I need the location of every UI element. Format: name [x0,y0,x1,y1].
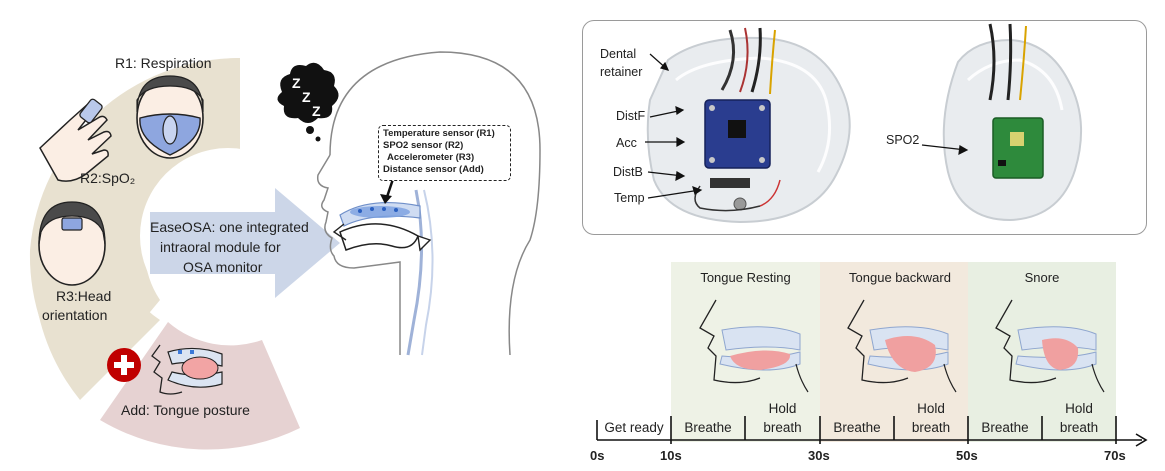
tick-50s: 50s [956,448,978,463]
segment-breathe-2: Breathe [833,420,881,435]
retainer-photo-right [942,23,1083,222]
segment-breathe-1: Breathe [684,420,732,435]
svg-text:Z: Z [312,103,321,119]
tick-70s: 70s [1104,448,1126,463]
snoring-bubble-icon: Z Z Z [277,62,339,142]
photo-label-retainer: retainer [600,65,643,79]
sensor-accel: Accelerometer (R3) [387,152,475,163]
segment-breathe-3: Breathe [981,420,1029,435]
r3-label-line1: R3:Head [56,288,112,304]
segment-hold-1-line2: breath [763,420,802,435]
photo-label-dental: Dental [600,47,637,61]
center-line1: EaseOSA: one integrated [150,219,309,235]
mouth-diagram-backward [847,299,957,393]
timeline-axis [596,416,1148,447]
sensor-temperature: Temperature sensor (R1) [383,128,495,139]
add-plus-icon [107,348,141,382]
photo-label-temp: Temp [614,191,645,205]
r3-label-line2: orientation [42,307,108,323]
hand-spo2-icon [39,98,112,182]
tick-30s: 30s [808,448,830,463]
segment-hold-2-line2: breath [911,420,951,435]
blue-arrow [150,188,340,298]
sensor-distance: Distance sensor (Add) [383,164,484,175]
photo-label-acc: Acc [616,136,637,150]
sensor-pointer-arrowhead [380,194,392,204]
phase-bg-snore [968,262,1116,442]
retainer-photo-left [646,27,851,224]
sensor-list-box: Temperature sensor (R1) SPO2 sensor (R2)… [378,125,511,181]
phase-title-backward: Tongue backward [849,270,951,285]
mouth-diagram-resting [699,299,809,393]
head-orientation-icon [38,201,106,286]
sensor-spo2: SPO2 sensor (R2) [383,140,464,151]
respiration-head-icon [136,75,204,159]
segment-hold-3-line1: Hold [1065,401,1093,416]
r1-label: R1: Respiration [115,55,212,71]
tick-10s: 10s [660,448,682,463]
photo-label-distf: DistF [616,109,646,123]
segment-hold-3-line2: breath [1059,420,1099,435]
svg-text:Z: Z [292,75,301,91]
head-profile-outline [316,51,541,356]
phase-title-snore: Snore [1024,270,1060,285]
add-label: Add: Tongue posture [121,402,250,418]
segment-hold-2-line1: Hold [917,401,945,416]
tongue-posture-icon [151,344,223,395]
center-line2: intraoral module for [160,239,281,255]
center-line3: OSA monitor [183,259,263,275]
segment-hold-1-line1: Hold [768,401,797,416]
mouth-diagram-snore [995,299,1105,393]
airway-2 [421,189,434,356]
photo-label-arrows [645,53,969,199]
svg-text:Z: Z [302,89,311,105]
phase-bg-resting [671,262,820,442]
segment-get-ready: Get ready [604,420,664,435]
tick-0s: 0s [590,448,605,463]
photo-label-distb: DistB [613,165,643,179]
r2-label: R2:SpO₂ [80,170,136,186]
photo-label-spo2: SPO2 [886,133,920,147]
mouth-retainer [332,202,432,252]
phase-title-resting: Tongue Resting [700,270,791,285]
